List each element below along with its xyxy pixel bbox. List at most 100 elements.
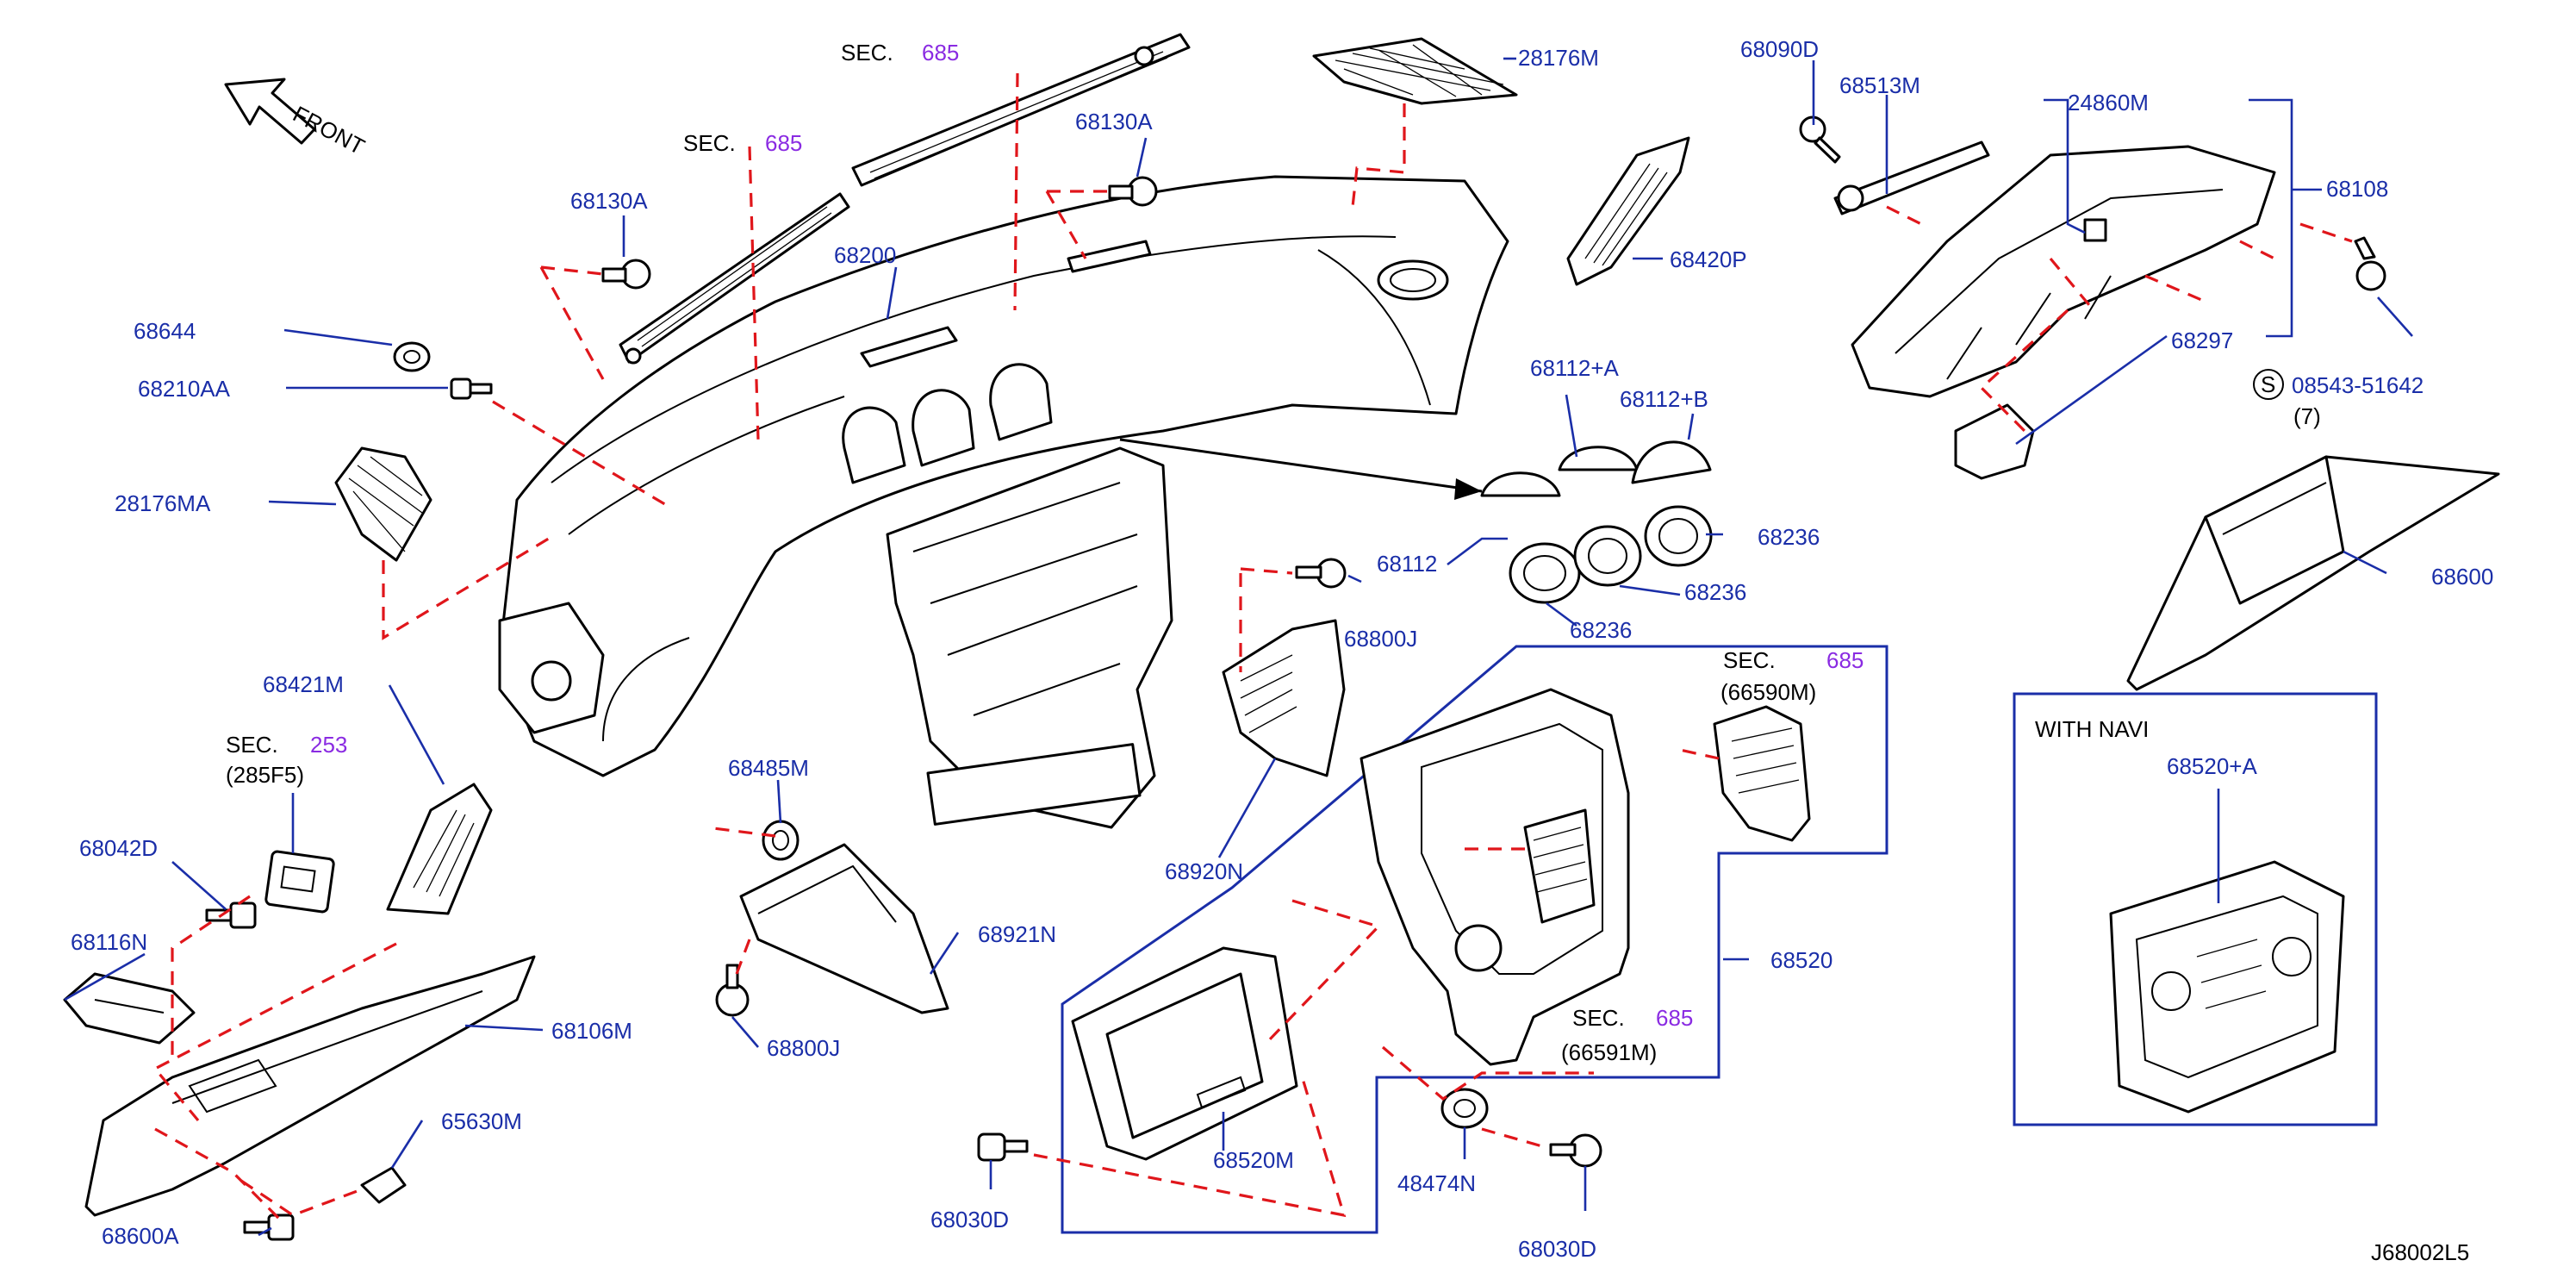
glovebox-frame-68108 [1851, 145, 2276, 398]
bolt-68600A [243, 1213, 295, 1241]
side-grille-28176MA [334, 446, 432, 562]
label-68600A: 68600A [102, 1223, 179, 1249]
label-68520: 68520 [1770, 947, 1832, 973]
defroster-strip-left [619, 192, 850, 365]
screw-08543-51642: S [2253, 236, 2386, 400]
label-68130A-top: 68130A [1075, 109, 1153, 134]
sec-prefix: SEC. [683, 130, 736, 156]
side-vent-68420P [1566, 136, 1690, 286]
label-68112: 68112 [1377, 551, 1437, 577]
screw-symbol-circle [2253, 369, 2284, 400]
side-vent-66590M [1713, 705, 1811, 842]
meter-arrow-head [1454, 478, 1482, 500]
cover-68921N [739, 843, 949, 1014]
grommet-48474N [1440, 1088, 1489, 1129]
label-68090D: 68090D [1740, 36, 1819, 62]
lower-panel-68106M [84, 955, 536, 1217]
label-68200: 68200 [834, 242, 896, 268]
label-68106M: 68106M [551, 1018, 632, 1044]
label-68130A-left: 68130A [570, 188, 648, 214]
bolt-68030D-left [977, 1132, 1029, 1162]
label-68920N: 68920N [1165, 858, 1243, 884]
screw-symbol: S [2261, 371, 2275, 397]
label-68112A: 68112+A [1530, 355, 1620, 381]
console-group-frame [1061, 645, 1888, 1234]
label-68800J-upper: 68800J [1344, 626, 1417, 652]
label-68520A: 68520+A [2167, 753, 2257, 779]
label-24860M: 24860M [2068, 90, 2149, 115]
sec-ref-685-top: SEC. 685 [841, 40, 959, 66]
clip-68297 [1954, 403, 2035, 480]
clip-68130A-left [601, 259, 651, 290]
grommet-68644 [393, 341, 431, 372]
screw-68800J-upper [1295, 558, 1347, 589]
label-68236-b: 68236 [1684, 579, 1746, 605]
label-68030D-right: 68030D [1518, 1236, 1596, 1262]
label-68112B: 68112+B [1620, 386, 1708, 412]
sec-ref-685-66591M: SEC. 685 (66591M) [1561, 1005, 1693, 1065]
left-vent-68421M [386, 783, 493, 915]
cover-68116N [63, 972, 196, 1045]
sec-number: 253 [310, 732, 347, 758]
storage-68520M [1071, 946, 1298, 1161]
label-68485M: 68485M [728, 755, 809, 781]
bolt-68042D [205, 902, 257, 929]
meter-rings-68236 [1509, 505, 1713, 604]
label-68030D-left: 68030D [930, 1207, 1009, 1232]
sec-sub: (66591M) [1561, 1039, 1657, 1065]
support-rod-68513M [1833, 140, 1990, 215]
clip-68130A-top [1108, 176, 1158, 207]
center-console-68520 [1360, 688, 1630, 1066]
label-68297: 68297 [2171, 328, 2233, 353]
sec-ref-685-left: SEC. 685 [683, 130, 802, 156]
sec-ref-253: SEC. 253 (285F5) [226, 732, 347, 788]
defroster-strip-upper [851, 33, 1191, 187]
label-68421M: 68421M [263, 671, 344, 697]
bolt-68210AA [450, 377, 493, 400]
label-68236-a: 68236 [1758, 524, 1820, 550]
label-48474N: 48474N [1397, 1170, 1476, 1196]
sec-prefix: SEC. [226, 732, 278, 758]
with-navi-frame [2013, 692, 2378, 1126]
sec-prefix: SEC. [1723, 647, 1776, 673]
sec-prefix: SEC. [1572, 1005, 1625, 1031]
label-28176MA: 28176MA [115, 490, 211, 516]
part-labels: 28176M 68090D 68513M 24860M 68108 68130A… [71, 36, 2493, 1262]
speaker-grille-28176M [1312, 37, 1518, 105]
switch-285F5 [264, 850, 335, 914]
label-68116N: 68116N [71, 929, 147, 955]
label-68236-c: 68236 [1570, 617, 1632, 643]
navi-console-68520A [2109, 860, 2345, 1114]
grommet-68485M [762, 820, 800, 861]
label-68800J-lower: 68800J [767, 1035, 840, 1061]
assembly-lines [152, 72, 2353, 1226]
sec-sub: (66590M) [1720, 679, 1816, 705]
label-68644: 68644 [134, 318, 196, 344]
label-68520M: 68520M [1213, 1147, 1294, 1173]
label-08543-qty: (7) [2293, 403, 2321, 429]
clip-65630M [360, 1166, 407, 1204]
label-68921N: 68921N [978, 921, 1056, 947]
meter-hoods-68112 [1480, 440, 1712, 497]
glove-box-68600 [2126, 455, 2500, 691]
instrument-panel-68200 [498, 175, 1509, 829]
sec-number: 685 [1826, 647, 1864, 673]
meter-arrow [1119, 438, 1483, 493]
label-68108: 68108 [2326, 176, 2388, 202]
sec-ref-685-66590M: SEC. 685 (66590M) [1720, 647, 1864, 705]
label-28176M: 28176M [1518, 45, 1599, 71]
leader-lines [64, 57, 2413, 1237]
bracket-68920N [1222, 619, 1346, 777]
sec-number: 685 [1656, 1005, 1693, 1031]
front-direction-arrow: FRONT [224, 78, 369, 159]
label-08543-51642: 08543-51642 [2292, 372, 2424, 398]
label-68042D: 68042D [79, 835, 158, 861]
diagram-id: J68002L5 [2371, 1239, 2469, 1265]
sec-number: 685 [922, 40, 959, 66]
with-navi-label: WITH NAVI [2035, 716, 2149, 742]
sec-prefix: SEC. [841, 40, 893, 66]
screw-68800J-lower [715, 964, 750, 1017]
sec-sub: (285F5) [226, 762, 304, 788]
screw-68090D [1799, 115, 1841, 164]
